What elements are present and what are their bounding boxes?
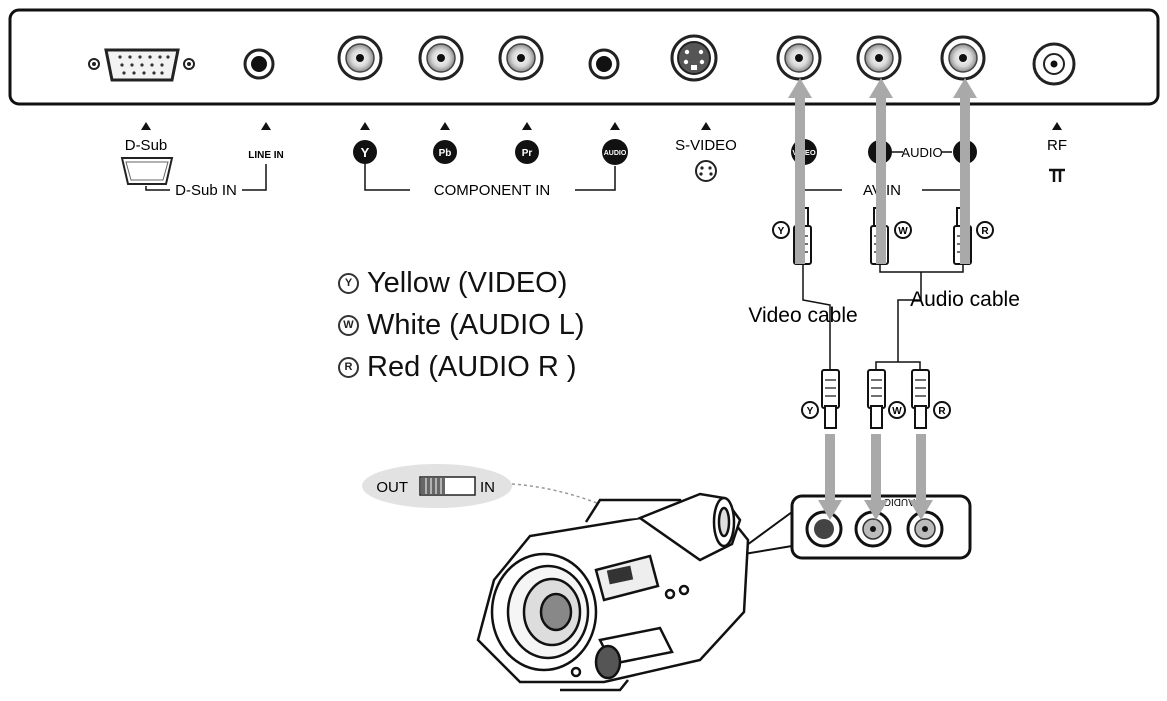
rf-port (1032, 42, 1076, 86)
component-pr-jack (498, 35, 544, 81)
svg-text:Y: Y (807, 406, 814, 417)
legend-white-badge: W (338, 314, 359, 336)
legend-white-text: White (AUDIO L) (367, 309, 585, 341)
switch-out-label: OUT (376, 479, 408, 496)
out-in-switch-icon (419, 476, 476, 496)
legend-yellow-text: Yellow (VIDEO) (367, 267, 568, 299)
legend-row-red: R Red (AUDIO R ) (338, 346, 585, 388)
top-r-plug-badge: R (976, 221, 994, 239)
switch-in-label: IN (480, 479, 495, 496)
pr-badge: Pr (515, 140, 539, 164)
av-video-jack (776, 35, 822, 81)
component-y-jack (337, 35, 383, 81)
legend-row-yellow: Y Yellow (VIDEO) (338, 262, 585, 304)
dsub-label: D-Sub (125, 137, 168, 154)
top-y-plug-badge: Y (772, 221, 790, 239)
bottom-w-plug-badge: W (888, 401, 906, 419)
switch-bubble: OUT IN (362, 464, 633, 519)
svg-text:W: W (898, 226, 908, 237)
group-brackets (145, 164, 966, 191)
svg-text:Audio cable: Audio cable (910, 288, 1020, 311)
color-legend: Y Yellow (VIDEO) W White (AUDIO L) R Red… (338, 262, 585, 388)
pb-badge: Pb (433, 140, 457, 164)
svg-text:AUDIO: AUDIO (604, 150, 627, 157)
camcorder-audio-label: AUDIO (883, 496, 915, 507)
svg-text:Pr: Pr (522, 148, 533, 159)
bottom-audio-r-plug (911, 369, 930, 429)
svg-text:R: R (938, 406, 946, 417)
component-in-label: COMPONENT IN (434, 182, 550, 199)
audio-cable-label: Audio cable (910, 288, 1020, 311)
y-badge: Y (353, 140, 377, 164)
tv-back-panel (8, 8, 1160, 106)
bottom-r-plug-badge: R (933, 401, 951, 419)
bottom-audio-l-plug (867, 369, 886, 429)
audio-lr-label: AUDIO (901, 145, 942, 160)
signal-arrows (788, 78, 977, 520)
video-cable-label: Video cable (748, 304, 857, 327)
line-in-label: LINE IN (248, 150, 284, 161)
antenna-symbol-icon (1049, 168, 1065, 182)
cable-wires (802, 262, 964, 370)
bottom-video-plug (821, 369, 840, 429)
legend-yellow-badge: Y (338, 272, 359, 294)
legend-red-badge: R (338, 356, 359, 378)
svg-text:W: W (892, 406, 902, 417)
dsub-port (88, 48, 195, 82)
legend-row-white: W White (AUDIO L) (338, 304, 585, 346)
dsub-in-label: D-Sub IN (175, 182, 237, 199)
svg-text:Y: Y (778, 226, 785, 237)
av-audio-l-jack (856, 35, 902, 81)
top-w-plug-badge: W (894, 221, 912, 239)
component-pb-jack (418, 35, 464, 81)
camcorder-icon (476, 492, 750, 692)
bottom-y-plug-badge: Y (801, 401, 819, 419)
svideo-label: S-VIDEO (675, 137, 737, 154)
audio-badge: AUDIO (602, 139, 628, 165)
av-audio-r-jack (940, 35, 986, 81)
svg-text:Y: Y (361, 145, 370, 160)
component-audio-jack (588, 48, 620, 80)
svg-text:Pb: Pb (439, 148, 452, 159)
pointer-triangles (141, 122, 1062, 130)
port-labels: D-Sub LINE IN Y Pb Pr AUDIO S-VIDEO (120, 122, 1067, 185)
svideo-symbol-icon (695, 160, 717, 182)
svideo-port (670, 34, 718, 82)
line-in-jack (243, 48, 275, 80)
rf-label: RF (1047, 137, 1067, 154)
svg-text:Video cable: Video cable (748, 304, 857, 327)
legend-red-text: Red (AUDIO R ) (367, 351, 577, 383)
dsub-symbol-icon (120, 157, 174, 185)
svg-text:R: R (981, 226, 989, 237)
